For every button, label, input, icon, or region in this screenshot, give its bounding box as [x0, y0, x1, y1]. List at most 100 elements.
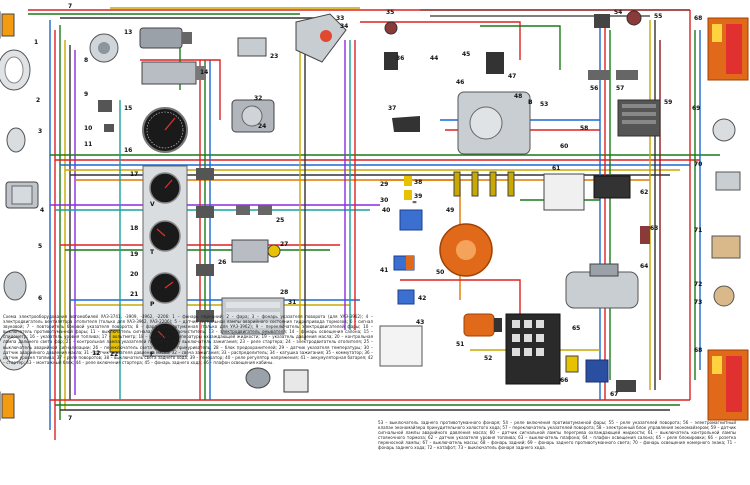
label-55: 55	[654, 13, 662, 20]
label-68b: 68	[694, 347, 702, 354]
rear-lamp-bottom	[707, 349, 749, 421]
label-68: 68	[694, 15, 702, 22]
front-lamp-top-left	[0, 11, 15, 39]
label-2: 2	[36, 97, 40, 104]
gauge-letter-f: F	[150, 351, 154, 358]
label-23: 23	[270, 53, 278, 60]
switch-38-39	[404, 176, 412, 200]
label-33: 33	[336, 15, 344, 22]
label-34: 34	[340, 23, 348, 30]
label-9: 9	[84, 91, 88, 98]
fuel-gauge	[149, 322, 181, 354]
label-1: 1	[34, 39, 38, 46]
socket-71	[711, 235, 741, 259]
switch-row-25	[236, 205, 272, 215]
label-26: 26	[218, 259, 226, 266]
label-63: 63	[650, 225, 658, 232]
label-46: 46	[456, 79, 464, 86]
battery-66	[585, 359, 609, 383]
label-17: 17	[130, 171, 138, 178]
label-71: 71	[694, 227, 702, 234]
label-31: 31	[288, 299, 296, 306]
turn-relay-37	[392, 116, 420, 132]
label-59: 59	[664, 99, 672, 106]
label-62: 62	[640, 189, 648, 196]
label-39: 39	[414, 193, 422, 200]
distributor-50	[439, 223, 493, 277]
oil-pressure-gauge	[149, 272, 181, 304]
label-40: 40	[382, 207, 390, 214]
relay-module-14	[141, 61, 206, 85]
headlight-top	[0, 49, 31, 91]
label-52: 52	[484, 355, 492, 362]
relay-54	[594, 14, 610, 28]
ignition-coil-51	[463, 313, 502, 337]
starter-relay-box	[283, 369, 309, 393]
label-29: 29	[380, 181, 388, 188]
label-25: 25	[276, 217, 284, 224]
label-8: 8	[84, 57, 88, 64]
relay-block-61	[543, 173, 585, 211]
relay-62	[593, 175, 631, 199]
alternator-letter-b: B	[528, 99, 533, 106]
label-12: 12	[92, 350, 100, 357]
label-73: 73	[694, 299, 702, 306]
label-32: 32	[254, 95, 262, 102]
horn-left	[3, 271, 27, 301]
voltmeter-gauge	[149, 172, 181, 204]
label-28: 28	[280, 289, 288, 296]
mass-switch-65	[565, 355, 579, 373]
label-27: 27	[280, 241, 288, 248]
label-51: 51	[456, 341, 464, 348]
label-66: 66	[560, 377, 568, 384]
label-13: 13	[124, 29, 132, 36]
label-7: 7	[68, 3, 72, 10]
sensor-41	[393, 255, 415, 271]
label-36: 36	[396, 55, 404, 62]
label-65: 65	[572, 325, 580, 332]
label-54: 54	[614, 9, 622, 16]
label-43: 43	[416, 319, 424, 326]
plate-lamp-70	[715, 171, 741, 191]
label-67: 67	[610, 391, 618, 398]
label-72: 72	[694, 281, 702, 288]
legend-text-right: 53 – выключатель заднего противотуманног…	[378, 420, 736, 451]
label-37: 37	[388, 105, 396, 112]
label-41: 41	[380, 267, 388, 274]
gauge-letters: V T P F B =	[150, 99, 533, 358]
label-47: 47	[508, 73, 516, 80]
regulator-59	[617, 99, 661, 137]
label-10: 10	[84, 125, 92, 132]
lamp-55	[626, 10, 642, 26]
label-53: 53	[540, 101, 548, 108]
ignition-switch	[245, 367, 271, 389]
sensor-42	[397, 289, 415, 305]
relay-35	[384, 21, 398, 70]
label-61: 61	[552, 165, 560, 172]
reverse-lamp-69	[712, 118, 736, 142]
label-45: 45	[462, 51, 470, 58]
lamp-72	[713, 285, 735, 307]
temperature-gauge	[149, 220, 181, 252]
label-19: 19	[130, 251, 138, 258]
fuse-block	[221, 297, 285, 335]
label-35: 35	[386, 9, 394, 16]
label-5: 5	[38, 243, 42, 250]
label-15: 15	[124, 105, 132, 112]
label-21: 21	[130, 291, 138, 298]
front-lamp-bottom-left	[0, 391, 15, 421]
sensor-63	[640, 226, 650, 244]
relay-pack-47	[486, 52, 504, 74]
headlight-bottom	[0, 329, 31, 371]
switch-57	[588, 70, 638, 80]
label-49: 49	[446, 207, 454, 214]
label-22: 22	[110, 351, 118, 358]
switch-cluster-left	[98, 100, 114, 132]
wire-harness	[28, 7, 720, 440]
relay-23	[237, 37, 267, 57]
generator-46	[457, 91, 531, 155]
label-38: 38	[414, 179, 422, 186]
label-44: 44	[430, 55, 438, 62]
label-7b: 7	[68, 415, 72, 422]
